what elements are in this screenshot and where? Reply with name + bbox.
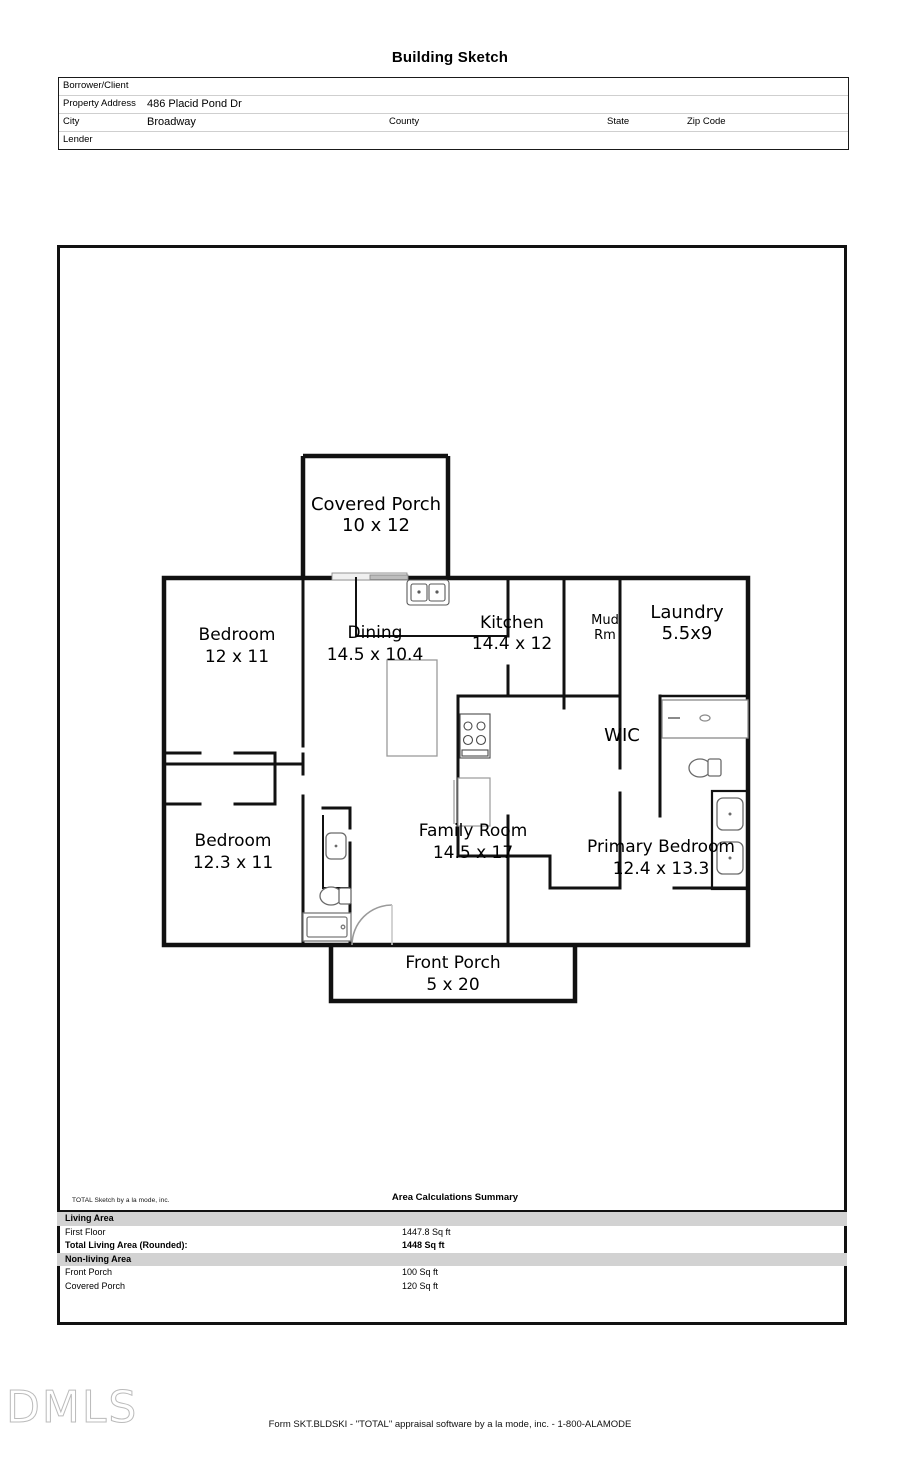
room-dims-kitchen: 14.4 x 12 (472, 634, 552, 654)
property-address-label: Property Address (63, 98, 136, 109)
room-label-dining: Dining (348, 623, 403, 643)
area-row: Covered Porch 120 Sq ft (57, 1280, 847, 1294)
bathtub-icon (302, 912, 352, 942)
area-row: First Floor 1447.8 Sq ft (57, 1226, 847, 1240)
property-address-row: Property Address 486 Placid Pond Dr (59, 96, 848, 114)
room-label-covered-porch: Covered Porch (311, 494, 441, 515)
area-row-value: 1448 Sq ft (402, 1240, 445, 1250)
room-label-mud-room: Mud (591, 613, 619, 628)
zip-code-label: Zip Code (687, 116, 726, 127)
front-door-icon (351, 904, 393, 946)
area-row-label: Total Living Area (Rounded): (65, 1240, 188, 1250)
borrower-client-label: Borrower/Client (63, 80, 129, 91)
area-row-value: 120 Sq ft (402, 1280, 439, 1291)
room-label-kitchen: Kitchen (480, 613, 544, 633)
toilet-icon (319, 886, 352, 906)
room-label-bedroom-2: Bedroom (195, 831, 272, 851)
room-dims-dining: 14.5 x 10.4 (327, 645, 424, 665)
room-label-wic: WIC (604, 725, 640, 746)
room-label-family-room: Family Room (419, 821, 528, 841)
area-row: Living Area (57, 1212, 847, 1226)
city-value[interactable]: Broadway (147, 116, 196, 128)
area-row-label: Front Porch (65, 1267, 113, 1277)
floor-plan-drawing: Covered Porch 10 x 12 Bedroom 12 x 11 Di… (161, 453, 751, 1004)
area-row-label: Non-living Area (65, 1253, 132, 1264)
room-dims-bedroom-2: 12.3 x 11 (193, 853, 273, 873)
lender-row: Lender (59, 132, 848, 149)
room-label-bedroom-1: Bedroom (199, 625, 276, 645)
property-info-table: Borrower/Client Property Address 486 Pla… (58, 77, 849, 150)
room-covered-porch (300, 453, 451, 578)
room-dims-bedroom-1: 12 x 11 (205, 647, 269, 667)
county-label: County (389, 116, 420, 127)
lender-label: Lender (63, 134, 93, 145)
stove-range-icon (459, 713, 491, 759)
area-row-value: 1447.8 Sq ft (402, 1226, 451, 1237)
room-dims-mud-room: Rm (594, 628, 616, 643)
area-calculations-table: Living Area First Floor 1447.8 Sq ft Tot… (57, 1210, 847, 1293)
room-dims-primary-bedroom: 12.4 x 13.3 (613, 859, 710, 879)
kitchen-island-icon (386, 659, 438, 757)
area-row-label: First Floor (65, 1226, 106, 1237)
kitchen-sink-icon (406, 579, 450, 606)
room-dims-covered-porch: 10 x 12 (342, 515, 410, 536)
primary-toilet-icon (688, 758, 722, 778)
room-dims-family-room: 14.5 x 17 (433, 843, 513, 863)
room-dims-front-porch: 5 x 20 (426, 975, 479, 995)
state-label: State (607, 116, 630, 127)
area-row: Non-living Area (57, 1252, 847, 1266)
room-label-primary-bedroom: Primary Bedroom (587, 837, 735, 857)
borrower-client-row: Borrower/Client (59, 78, 848, 96)
page-title: Building Sketch (391, 49, 509, 66)
city-county-state-zip-row: City Broadway County State Zip Code (59, 114, 848, 132)
area-calculations-title: Area Calculations Summary (391, 1192, 519, 1203)
area-row-label: Living Area (65, 1213, 114, 1223)
city-label: City (63, 116, 80, 127)
primary-bathtub-icon (661, 699, 749, 739)
area-row-value: 100 Sq ft (402, 1267, 439, 1277)
area-row: Front Porch 100 Sq ft (57, 1266, 847, 1280)
sketch-credit: TOTAL Sketch by a la mode, inc. (72, 1197, 170, 1204)
bathroom-sink-icon (325, 832, 347, 860)
area-row-total: Total Living Area (Rounded): 1448 Sq ft (57, 1239, 847, 1253)
area-row-label: Covered Porch (65, 1280, 126, 1291)
dmls-watermark: DMLS (5, 1382, 139, 1433)
room-dims-laundry: 5.5x9 (662, 623, 713, 644)
double-vanity-icon (710, 789, 750, 891)
form-footer: Form SKT.BLDSKI - "TOTAL" appraisal soft… (268, 1419, 632, 1430)
sketch-frame: Covered Porch 10 x 12 Bedroom 12 x 11 Di… (57, 245, 847, 1325)
refrigerator-icon (453, 777, 491, 827)
room-label-front-porch: Front Porch (405, 953, 500, 973)
property-address-value[interactable]: 486 Placid Pond Dr (147, 98, 242, 110)
main-house-outline (161, 575, 751, 948)
sliding-glass-door-icon (331, 572, 409, 581)
room-label-laundry: Laundry (650, 602, 724, 623)
room-front-porch (328, 945, 578, 1004)
